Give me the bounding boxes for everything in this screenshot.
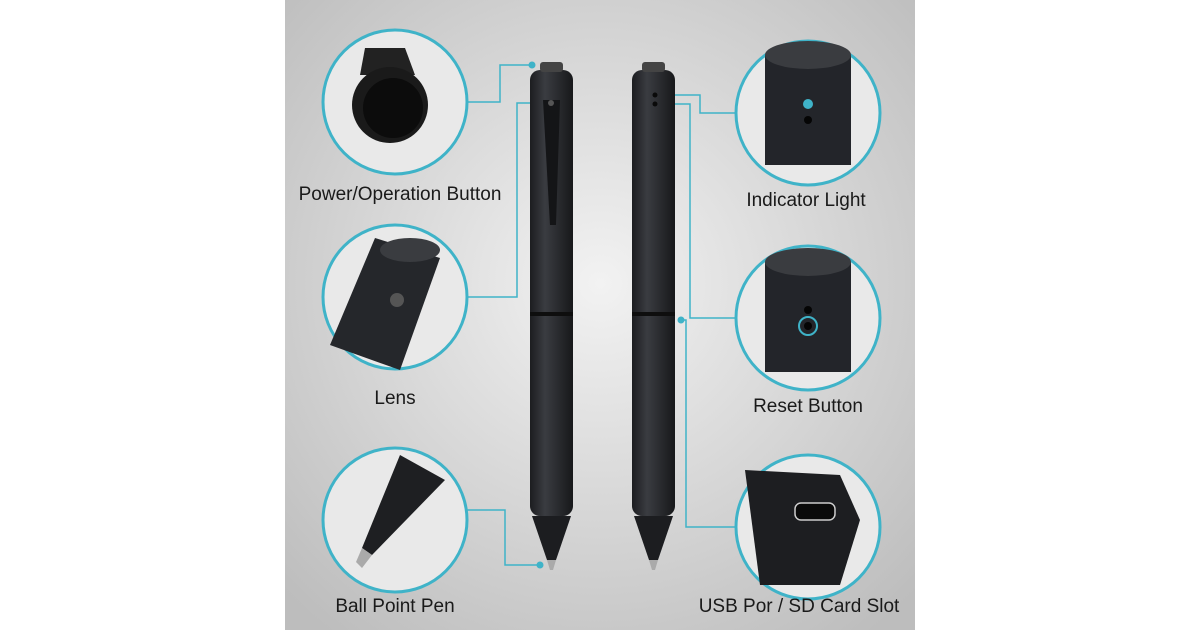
label-lens: Lens xyxy=(374,388,416,409)
label-reset-button: Reset Button xyxy=(753,396,863,417)
pen-back xyxy=(632,62,675,570)
diagram-graphic xyxy=(285,0,915,630)
pen-front xyxy=(530,62,573,570)
label-indicator-light: Indicator Light xyxy=(746,190,866,211)
label-usb-sd-slot: USB Por / SD Card Slot xyxy=(698,596,900,617)
callout-lines xyxy=(467,64,736,566)
label-power-button: Power/Operation Button xyxy=(298,184,502,205)
product-diagram: Power/Operation Button Lens Ball Point P… xyxy=(285,0,915,630)
detail-contents xyxy=(330,41,860,585)
label-ballpoint-pen: Ball Point Pen xyxy=(335,596,455,617)
